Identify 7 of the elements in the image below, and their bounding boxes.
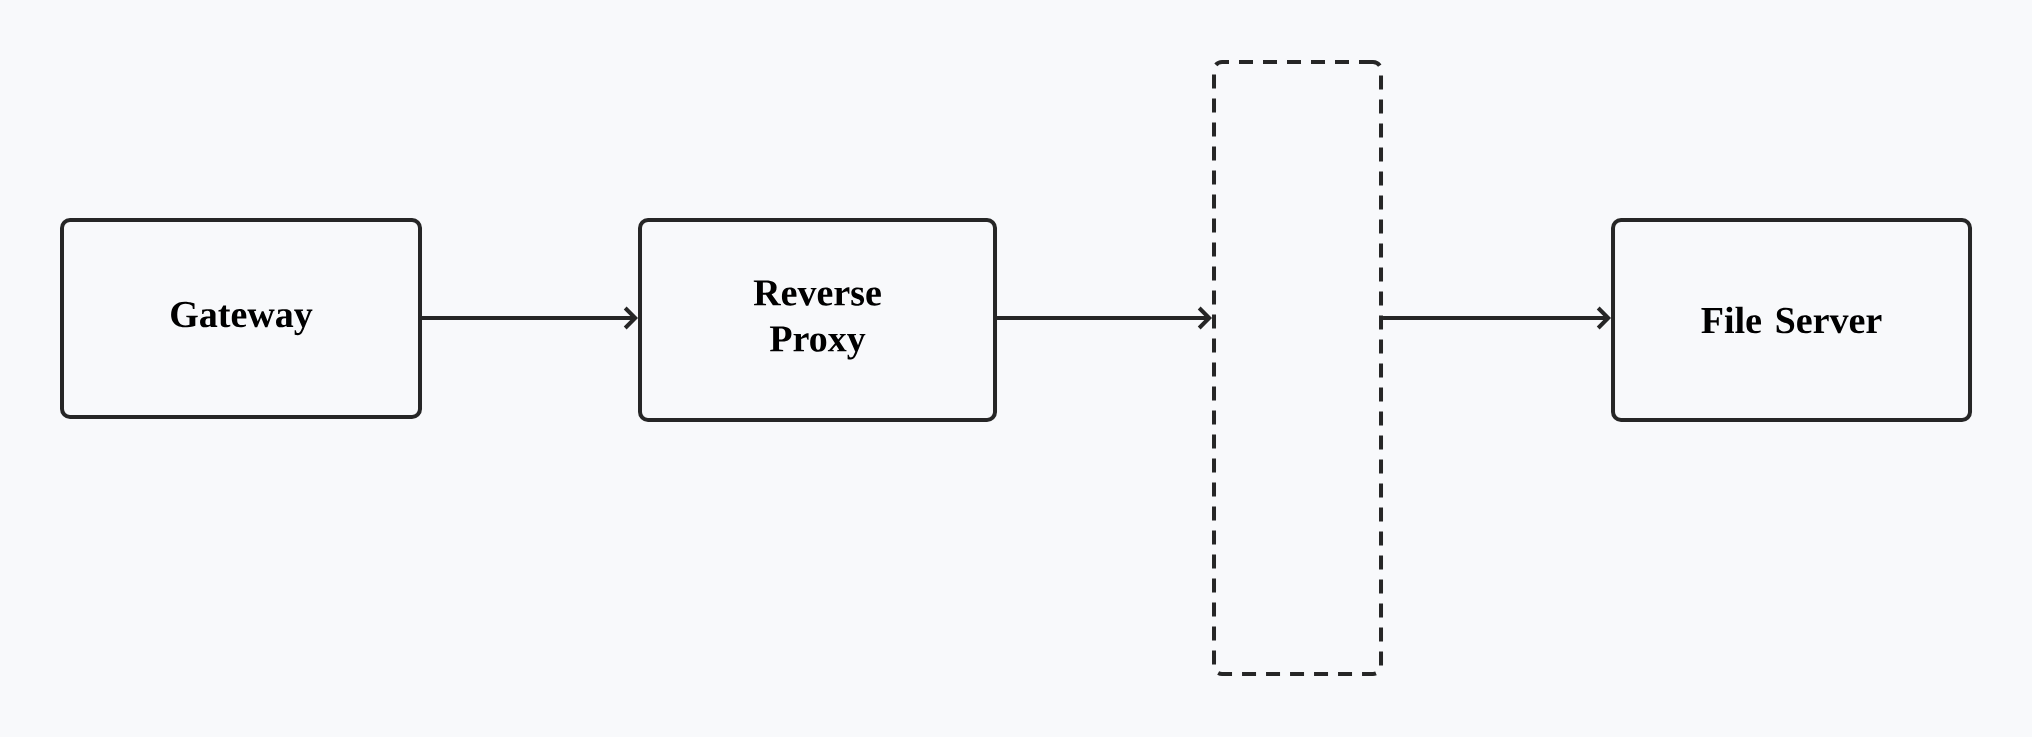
arrow — [422, 306, 638, 330]
arrow — [1383, 306, 1611, 330]
arrow — [997, 306, 1212, 330]
process-box: Reverse Proxy — [638, 218, 997, 422]
dashed-box — [1212, 60, 1383, 676]
process-box: File Server — [1611, 218, 1972, 422]
process-box: Gateway — [60, 218, 422, 419]
